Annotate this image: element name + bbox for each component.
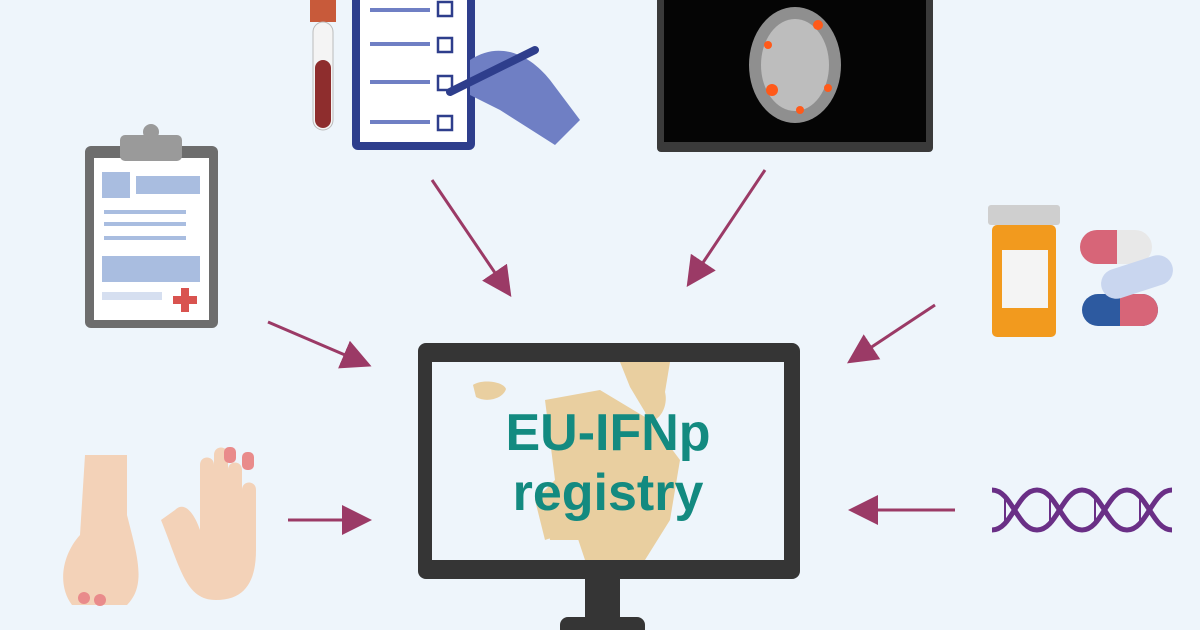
europe-map	[473, 362, 680, 560]
blood-tube-icon	[310, 0, 336, 131]
brain-mri-icon	[657, 0, 933, 152]
skin-lesions-icon	[63, 447, 256, 606]
registry-title: EU-IFNp	[505, 404, 711, 462]
arrow-questionnaire	[430, 179, 512, 297]
dna-icon	[991, 487, 1173, 533]
arrow-medication	[846, 303, 936, 364]
arrow-record	[267, 320, 372, 369]
questionnaire-icon	[352, 0, 580, 150]
medical-record-icon	[85, 124, 218, 328]
registry-subtitle: registry	[512, 464, 704, 522]
arrow-brain	[686, 169, 767, 287]
arrows	[267, 169, 955, 535]
registry-monitor	[418, 343, 800, 630]
medication-icon	[988, 205, 1173, 337]
